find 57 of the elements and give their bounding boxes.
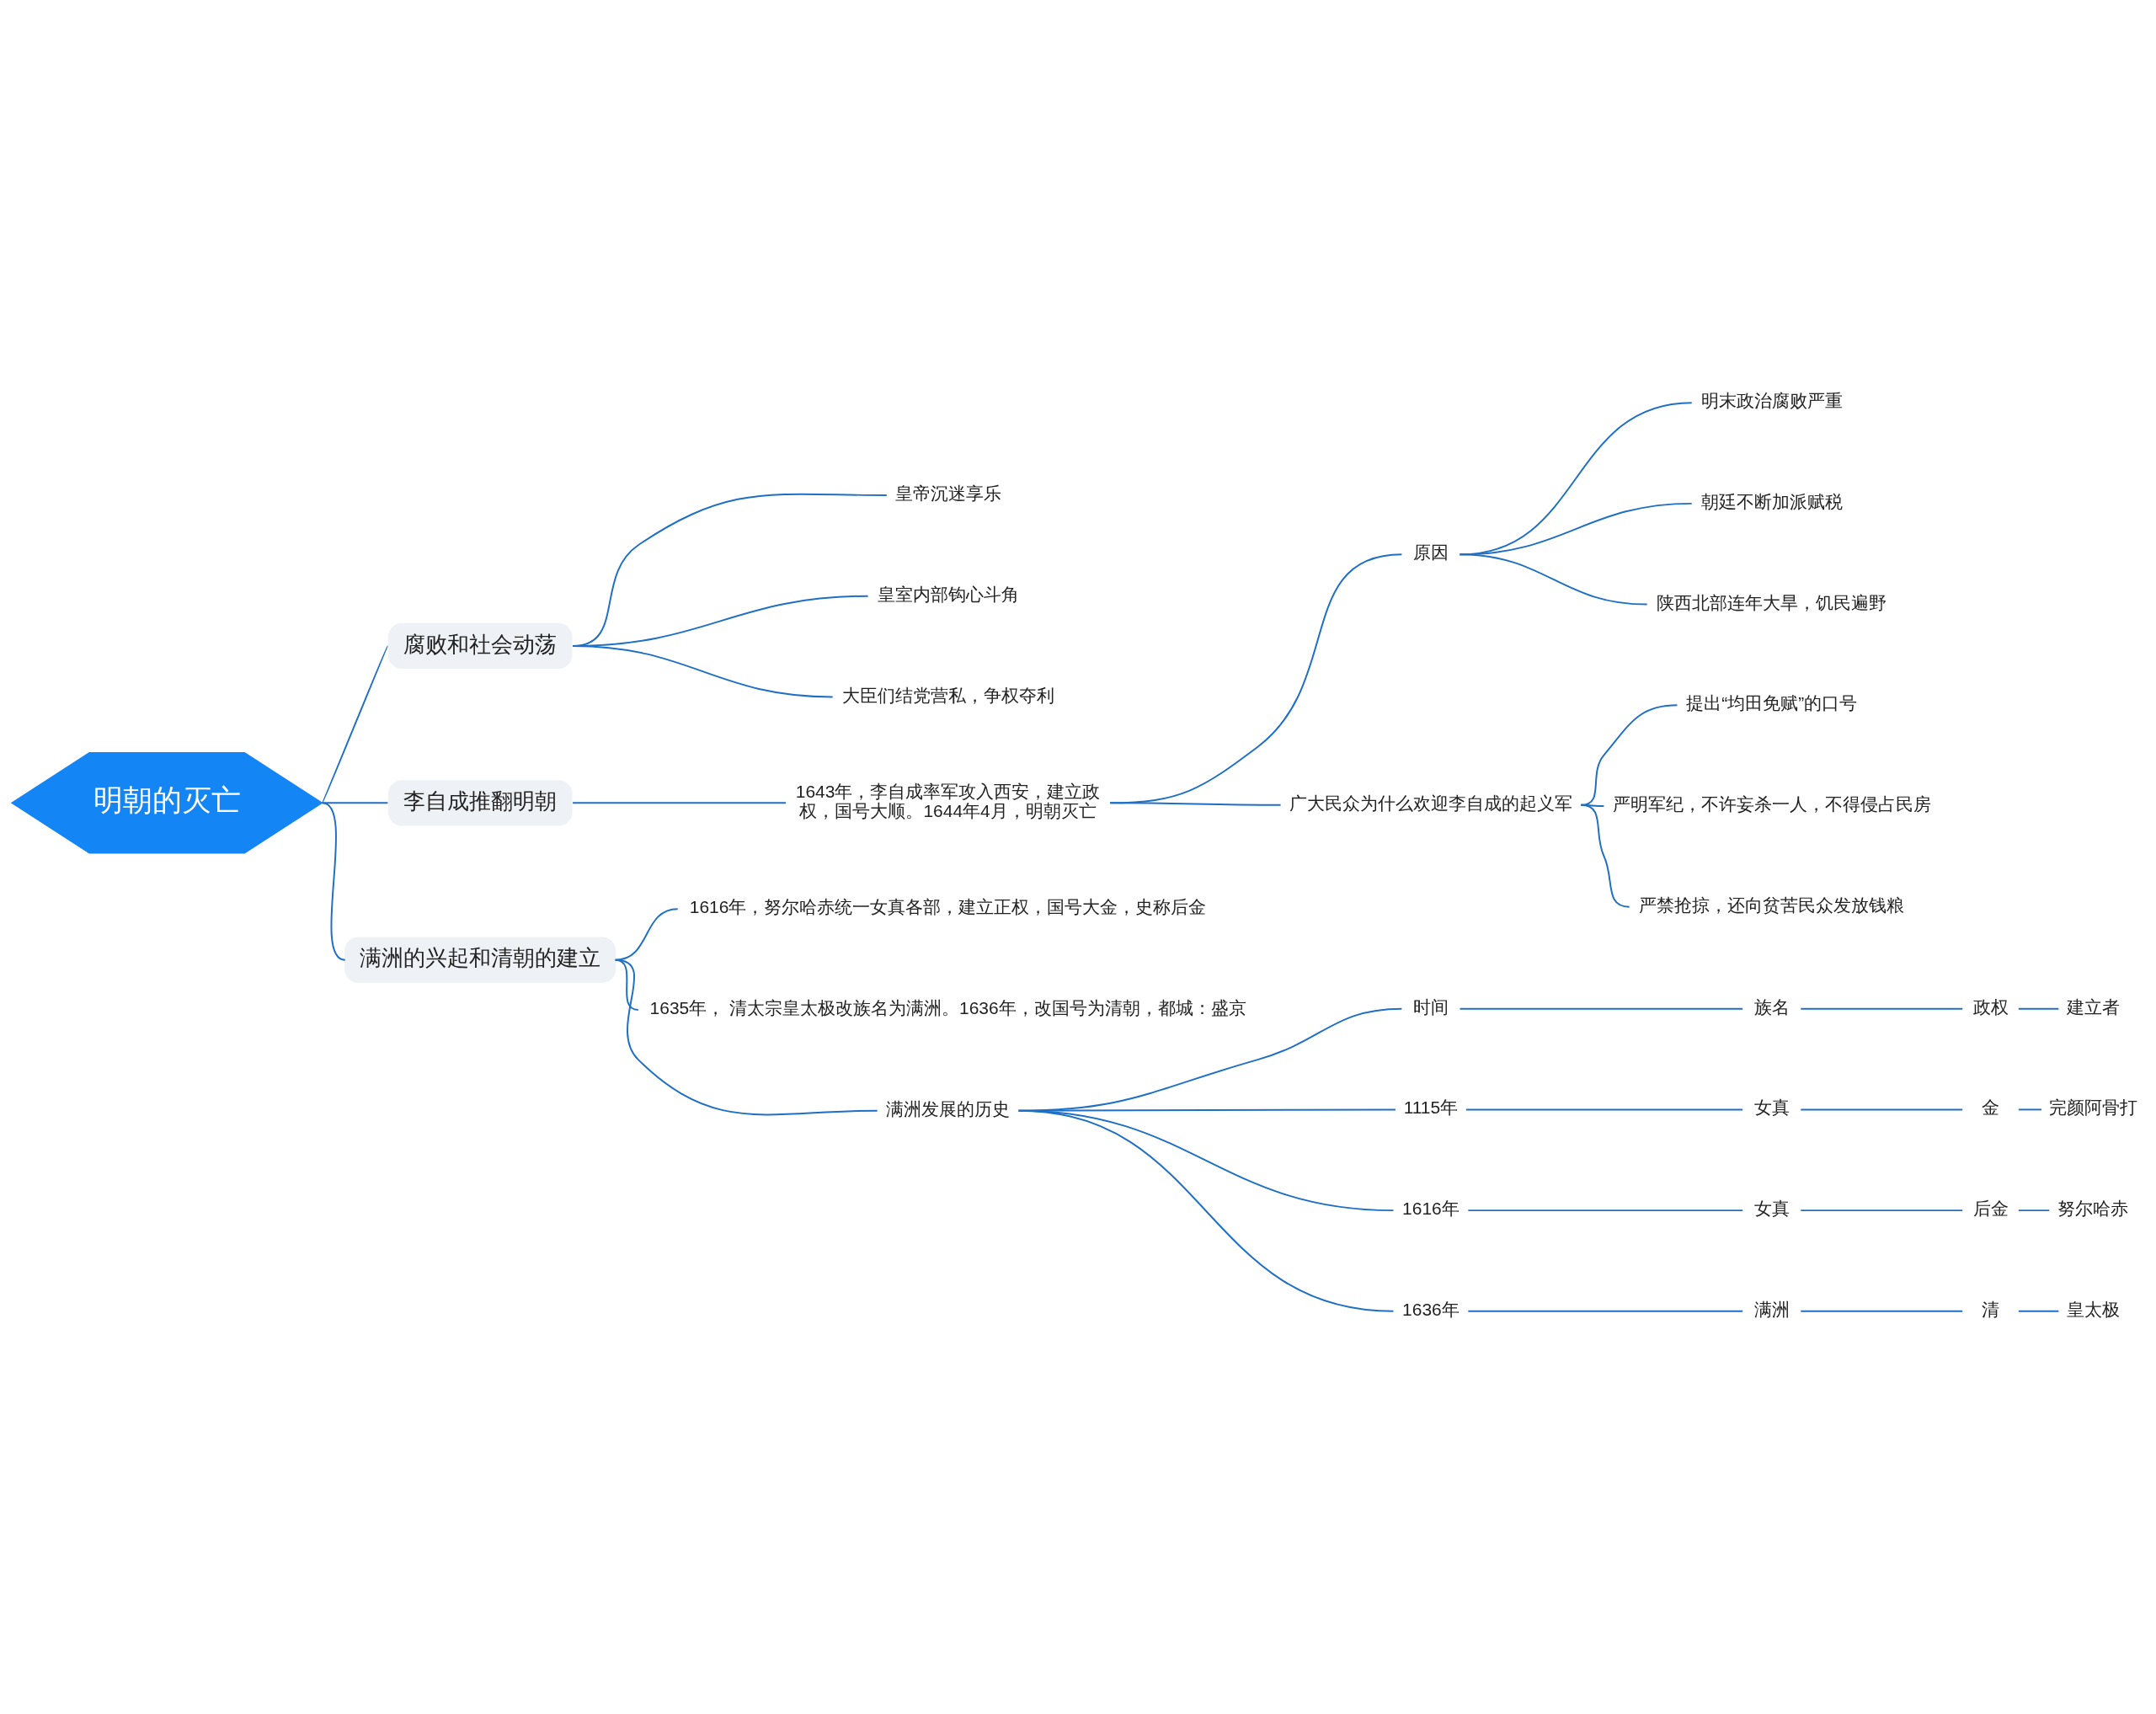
node-text: 1636年 [1402,1299,1460,1319]
connector [2017,1007,2060,1010]
connector [1459,1007,1744,1010]
node-text: 广大民众为什么欢迎李自成的起义军 [1289,793,1572,813]
node-text: 提出“均田免赋”的口号 [1686,693,1858,713]
connector [2017,1108,2042,1111]
node-text: 1616年，努尔哈赤统一女真各部，建立正权，国号大金，史称后金 [689,897,1207,917]
connector [1800,1209,1964,1212]
node-text: 1635年， 清太宗皇太极改族名为满洲。1636年，改国号为清朝，都城：盛京 [649,997,1246,1017]
node-text: 女真 [1753,1199,1790,1219]
node-text: 满洲发展的历史 [886,1098,1011,1119]
connector [1800,1007,1964,1010]
node-text: 原因 [1412,542,1449,563]
connector [2017,1209,2051,1212]
node-text: 陕西北部连年大旱，饥民遍野 [1657,592,1887,612]
node-text: 努尔哈赤 [2057,1199,2129,1219]
connector [1467,1209,1744,1212]
node-text: 清 [1982,1299,2000,1319]
connector [321,644,389,804]
node-text: 大臣们结党营私，争权夺利 [841,685,1054,705]
node-text: 1643年，李自成率军攻入西安，建立政权，国号大顺。1644年4月，明朝灭亡 [795,781,1101,821]
connector [1109,553,1403,804]
connector [572,802,787,804]
connector [1800,1310,1964,1312]
connector [1459,553,1648,606]
connector [321,802,346,961]
node-text: 明末政治腐败严重 [1700,391,1843,411]
node-text: 政权 [1972,996,2009,1017]
connector [1017,1109,1395,1312]
node-box: 满洲的兴起和清朝的建立 [344,937,616,983]
node-text: 建立者 [2066,996,2120,1017]
node-box: 李自成推翻明朝 [388,780,573,826]
connector [1109,802,1282,806]
connector [1467,1310,1744,1312]
connector [1800,1108,1964,1111]
node-text: 完颜阿骨打 [2048,1097,2137,1118]
node-box: 腐败和社会动荡 [388,622,573,670]
node-text: 皇太极 [2066,1299,2120,1319]
connector [572,644,834,698]
node-text: 金 [1982,1097,2000,1118]
node-text: 皇帝沉迷享乐 [894,483,1001,504]
node-text: 1115年 [1403,1097,1459,1118]
node-text: 皇室内部钩心斗角 [877,584,1019,604]
node-text: 后金 [1972,1199,2009,1219]
node-text: 满洲 [1753,1299,1790,1319]
node-text: 族名 [1753,996,1790,1017]
connector [614,958,878,1116]
connector [321,802,389,804]
connector [1465,1108,1744,1111]
node-text: 朝廷不断加派赋税 [1700,491,1843,511]
connector [2017,1310,2060,1312]
connector [1580,804,1630,908]
node-text: 严明军纪，不许妄杀一人，不得侵占民房 [1612,794,1931,814]
node-text: 1616年 [1402,1199,1460,1219]
node-text: 时间 [1412,996,1449,1017]
node-text: 严禁抢掠，还向贫苦民众发放钱粮 [1639,894,1905,915]
node-text: 女真 [1753,1097,1790,1118]
